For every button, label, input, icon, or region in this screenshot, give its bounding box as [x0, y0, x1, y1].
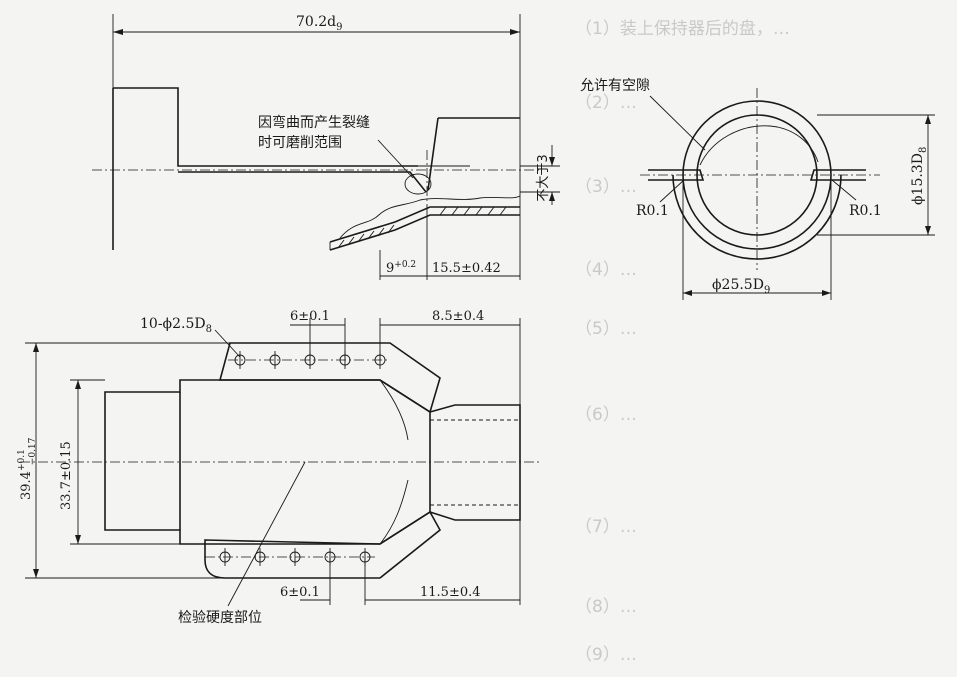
- outline-right-tab: [429, 404, 521, 521]
- note-not-greater-than-3: 不大于3: [536, 154, 551, 201]
- outline-left-flange: [113, 87, 418, 167]
- background-text-line: （5）…: [575, 319, 637, 339]
- note-hardness-check: 检验硬度部位: [178, 610, 262, 626]
- end-view: 允许有空隙 R0.1 R0.1 ϕ15.3D8 ϕ25.5D9: [580, 78, 935, 300]
- dim-pitch-bottom: 6±0.1: [280, 585, 320, 600]
- background-text-line: （2）…: [575, 93, 637, 113]
- background-text: （1）装上保持器后的盘，… （2）… （3）… （4）… （5）… （6）… （…: [575, 19, 790, 665]
- dim-radius-right: R0.1: [849, 203, 882, 219]
- dim-outer-height: 39.4+0.1−0.17: [17, 437, 38, 500]
- background-text-line: （9）…: [575, 645, 637, 665]
- note-grinding-line2: 时可磨削范围: [258, 134, 342, 151]
- dim-radius-left: R0.1: [636, 203, 669, 219]
- dim-inner-diameter: ϕ15.3D8: [910, 147, 929, 205]
- outline-lower-step-inner: [329, 206, 520, 243]
- outline-right-chamfer: [427, 117, 439, 191]
- leader-line: [659, 179, 685, 203]
- arrowhead: [33, 343, 39, 352]
- arrowhead: [549, 192, 555, 201]
- outline-lower-step: [329, 214, 520, 251]
- note-grinding-line1: 因弯曲而产生裂缝: [258, 114, 370, 131]
- leader-line: [831, 179, 857, 201]
- background-text-line: （6）…: [575, 405, 637, 425]
- seam-lip-right: [809, 169, 866, 181]
- grinding-zone: [404, 173, 432, 195]
- dim-offset-top: 8.5±0.4: [432, 309, 484, 324]
- bend-curve: [379, 379, 409, 545]
- flange-top: [218, 342, 441, 414]
- arrowhead: [925, 226, 931, 235]
- leader-line: [377, 139, 414, 179]
- seam-lip-left: [648, 169, 705, 181]
- top-section-view: 70.2d9 不大于3: [92, 14, 560, 280]
- leader-line: [227, 461, 306, 607]
- label-holes: 10-ϕ2.5D8: [140, 316, 212, 335]
- dim-overall-length: 70.2d9: [296, 14, 343, 33]
- hidden-lines: [430, 419, 520, 506]
- arrowhead: [33, 569, 39, 578]
- dim-left-bottom: 9+0.2: [386, 260, 416, 276]
- dim-outer-diameter: ϕ25.5D9: [712, 277, 770, 296]
- bottom-plan-view: 10-ϕ2.5D8 6±0.1 8.5±0.4 6±0.1 11.5±0.4 3…: [17, 309, 540, 626]
- arrowhead: [75, 535, 81, 544]
- arrowhead: [683, 290, 692, 296]
- dim-pitch-top: 6±0.1: [290, 309, 330, 324]
- arrowhead: [549, 157, 555, 166]
- background-text-line: （7）…: [575, 517, 637, 537]
- dim-inner-height: 33.7±0.15: [59, 441, 74, 510]
- flange-bottom: [204, 510, 442, 579]
- section-hatch: [337, 206, 507, 249]
- leader-line: [649, 95, 706, 151]
- arrowhead: [925, 115, 931, 124]
- gap-arc: [699, 125, 819, 166]
- background-text-line: （8）…: [575, 597, 637, 617]
- note-gap-allowed: 允许有空隙: [580, 78, 650, 94]
- background-text-line: （4）…: [575, 260, 637, 280]
- background-text-line: （3）…: [575, 177, 637, 197]
- arrowhead: [75, 380, 81, 389]
- arrowhead: [113, 29, 123, 35]
- dim-right-bottom: 15.5±0.42: [432, 261, 501, 276]
- break-line: [339, 195, 521, 239]
- outline-inner-strip: [178, 171, 427, 193]
- arrowhead: [510, 29, 520, 35]
- leader-line: [214, 329, 241, 358]
- dim-offset-bottom: 11.5±0.4: [420, 585, 481, 600]
- background-text-line: （1）装上保持器后的盘，…: [575, 19, 790, 39]
- arrowhead: [822, 290, 831, 296]
